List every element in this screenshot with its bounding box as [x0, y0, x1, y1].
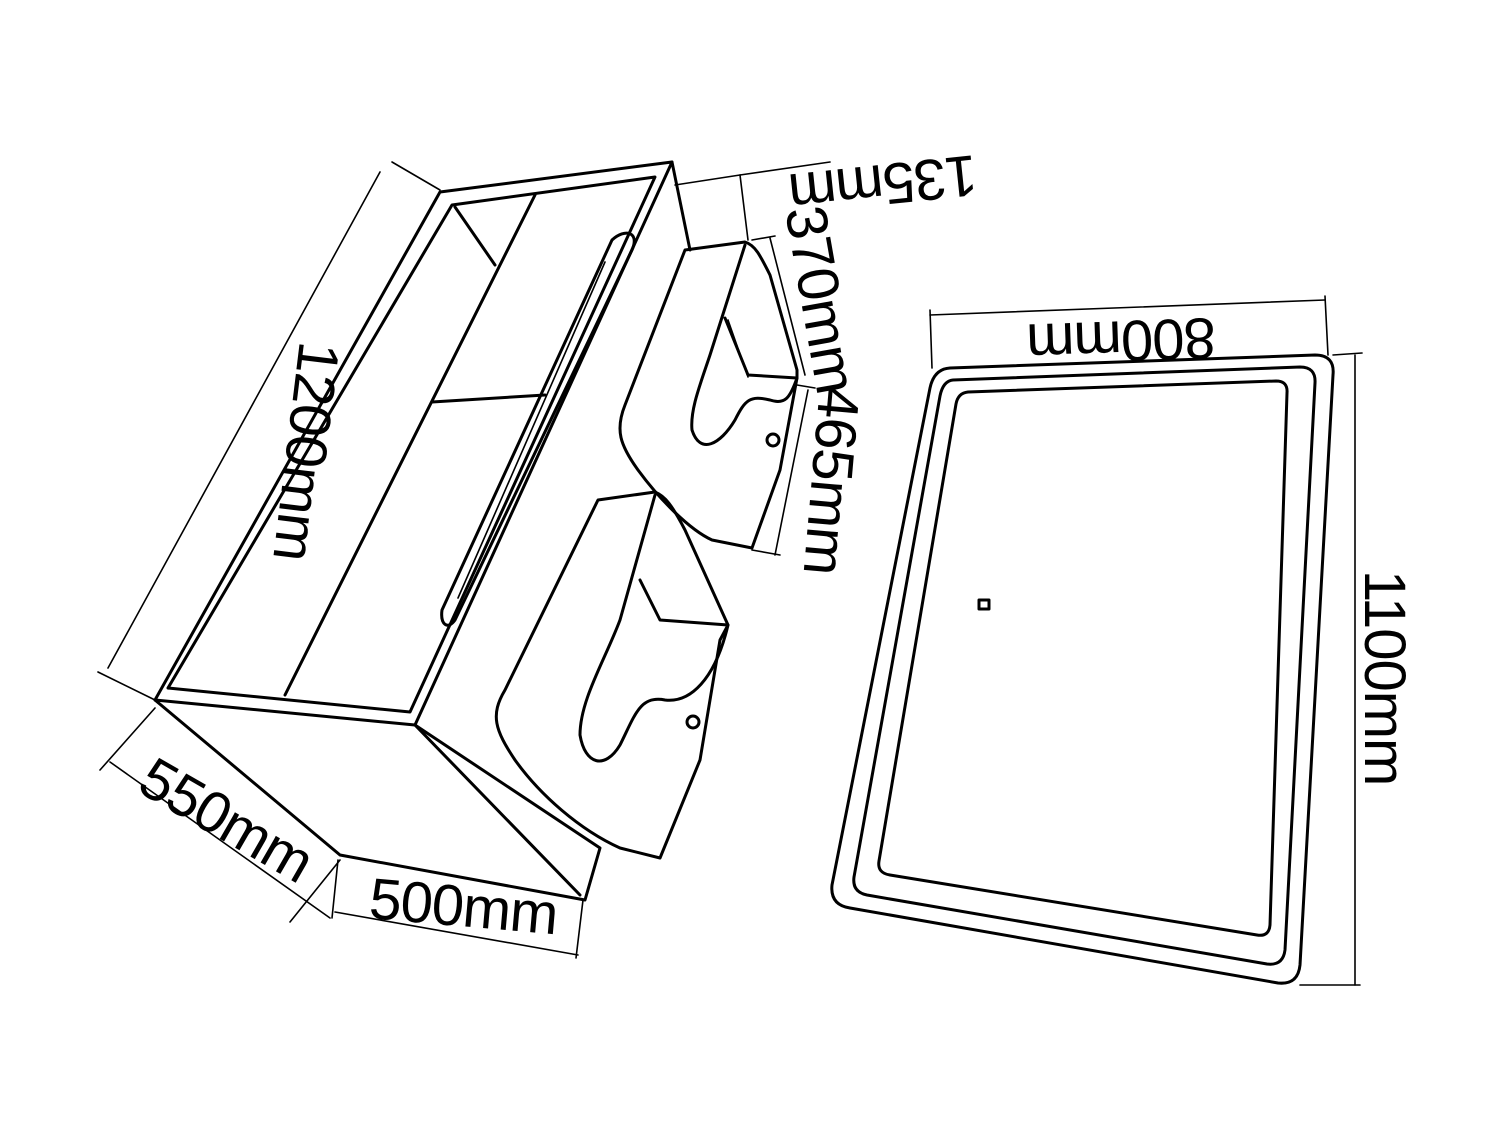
cabinet-back-edge	[670, 160, 692, 252]
shelf-divider-3	[430, 393, 547, 404]
touch-sensor-icon	[977, 598, 991, 611]
label-mirror-width: 800mm	[1026, 305, 1217, 377]
dim-370-ext-top	[751, 235, 776, 241]
dim-370-line	[769, 237, 806, 376]
basin-upper	[618, 240, 799, 550]
basin-lower-outline	[494, 490, 730, 860]
dim-465-ext-bottom	[751, 549, 781, 556]
cabinet-top-outline	[153, 160, 674, 727]
dim-550-ext-left	[99, 707, 156, 771]
label-vanity-height: 500mm	[367, 866, 560, 947]
countertop-rail-inner	[457, 261, 606, 599]
cabinet-front-face	[153, 698, 602, 902]
dim-800-ext-right	[1324, 295, 1329, 356]
dimension-labels: 1200mm 550mm 500mm 135mm 370mm 465mm 800…	[129, 142, 1418, 947]
dim-135-leader	[739, 161, 831, 176]
dim-135-ext	[739, 174, 749, 241]
label-mirror-height: 1100mm	[1352, 570, 1417, 785]
mirror-glass	[877, 379, 1289, 937]
dimension-lines	[97, 161, 1363, 986]
countertop-rail	[440, 231, 636, 627]
basin-upper-bowl	[690, 243, 799, 446]
dim-1100-ext-top	[1332, 352, 1363, 356]
dim-135-line	[674, 174, 741, 186]
dim-500-ext-right	[575, 899, 584, 959]
vanity-cabinet	[153, 160, 692, 902]
mirror-outer-frame	[830, 353, 1335, 985]
dim-500-line	[334, 911, 579, 956]
dim-1200-ext-top	[391, 161, 441, 191]
basin-upper-crease	[727, 319, 749, 378]
dim-550-ext-right	[289, 859, 341, 923]
dim-1200-ext-bottom	[97, 671, 156, 701]
basin-lower-drain	[685, 714, 701, 730]
label-vanity-length: 1200mm	[260, 338, 351, 564]
mirror	[830, 353, 1335, 985]
label-basin-width: 370mm	[772, 201, 869, 398]
dim-1200-line	[107, 171, 381, 669]
dim-550-line	[109, 761, 331, 919]
dim-800-ext-left	[929, 309, 933, 369]
basin-lower	[494, 490, 730, 860]
cabinet-front-edge	[413, 723, 582, 897]
shelf-divider-2	[283, 193, 537, 697]
dim-800-line	[929, 299, 1326, 316]
basin-upper-outline	[618, 240, 799, 550]
dim-500-ext-left	[331, 859, 339, 919]
label-vanity-depth: 550mm	[129, 745, 325, 895]
basin-upper-drain	[765, 432, 781, 448]
dim-465-line	[774, 389, 809, 556]
mirror-led-strip	[852, 365, 1317, 966]
dim-465-ext-top	[796, 384, 816, 389]
cabinet-inner-opening	[166, 175, 657, 714]
shelf-divider-1	[453, 205, 497, 267]
basin-lower-bowl	[578, 493, 730, 763]
